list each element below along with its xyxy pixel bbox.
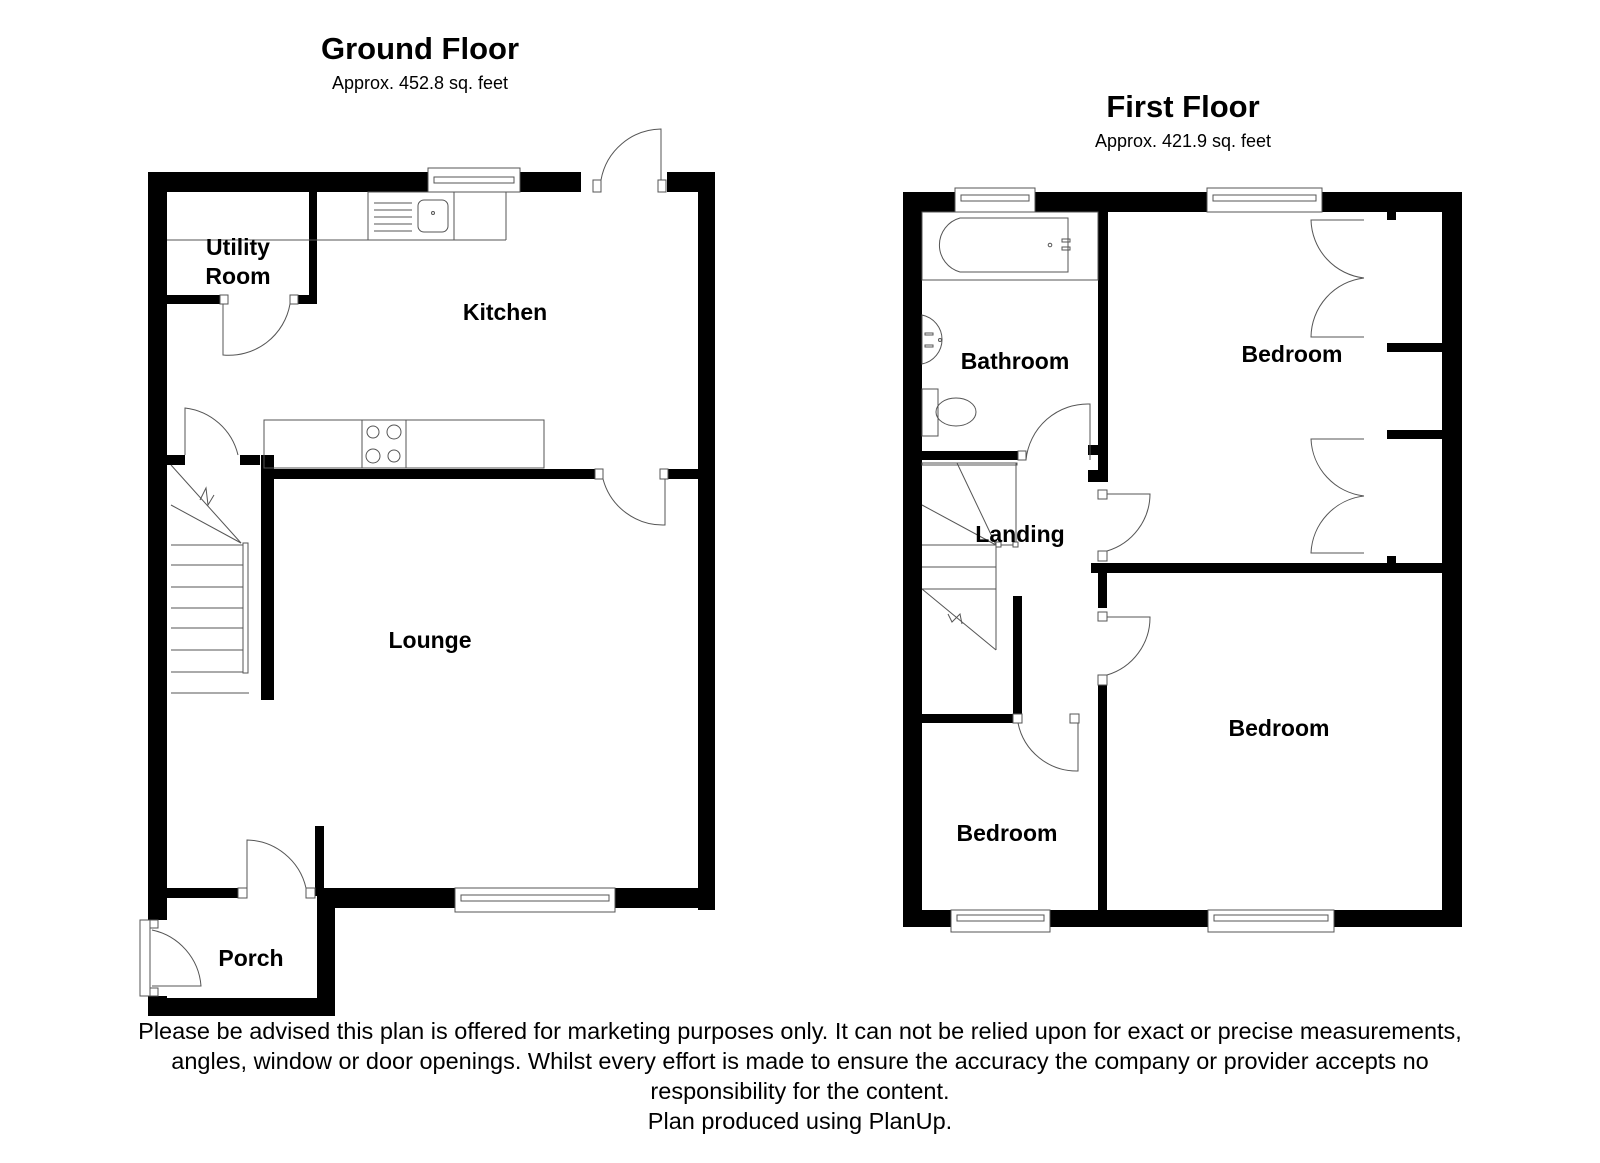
ground-floor-walls (148, 172, 715, 1016)
understairs-door (184, 407, 239, 456)
toilet-icon (921, 388, 977, 437)
lounge-window (454, 887, 616, 913)
disclaimer-line-1: Please be advised this plan is offered f… (138, 1018, 1462, 1044)
room-label-porch: Porch (218, 945, 283, 971)
disclaimer-line-3: responsibility for the content. (650, 1078, 950, 1104)
wardrobe-doors-lower (1310, 438, 1365, 554)
kitchen-back-door (592, 128, 667, 193)
room-label-bedroom-3: Bedroom (957, 820, 1058, 846)
porch-inner-door (237, 839, 316, 899)
room-label-lounge: Lounge (388, 627, 471, 653)
bedroom-1-window (1206, 187, 1323, 213)
bedroom-3-door (1012, 713, 1080, 772)
first-floor-staircase-icon (921, 462, 1019, 651)
bedroom-2-door (1097, 611, 1151, 686)
kitchen-worktop-top (167, 191, 507, 241)
lounge-door (594, 468, 669, 526)
disclaimer: Please be advised this plan is offered f… (30, 1016, 1570, 1136)
wardrobe-doors-upper (1310, 219, 1365, 338)
first-floor-plan: First Floor Approx. 421.9 sq. feet (903, 89, 1462, 933)
front-door (139, 919, 202, 997)
bedroom-3-window (950, 909, 1051, 933)
utility-door (219, 294, 299, 356)
bathroom-door (1017, 403, 1091, 461)
ground-floor-title: Ground Floor (321, 31, 519, 66)
sink-icon (374, 199, 449, 233)
first-floor-walls (903, 192, 1462, 927)
room-label-landing: Landing (975, 521, 1064, 547)
room-label-utility-line2: Room (205, 263, 270, 289)
basin-icon (921, 314, 943, 365)
room-label-bathroom: Bathroom (961, 348, 1070, 374)
kitchen-worktop-island (263, 419, 545, 469)
bath-icon (921, 211, 1099, 281)
ground-floor-plan: Ground Floor Approx. 452.8 sq. feet (139, 31, 715, 1016)
room-label-kitchen: Kitchen (463, 299, 547, 325)
bathroom-window (954, 187, 1036, 213)
first-floor-title: First Floor (1106, 89, 1259, 124)
hob-icon (361, 419, 407, 469)
bedroom-1-door (1097, 489, 1151, 562)
first-floor-area: Approx. 421.9 sq. feet (1095, 131, 1271, 151)
ground-staircase-icon (170, 464, 249, 694)
room-label-bedroom-2: Bedroom (1229, 715, 1330, 741)
bedroom-2-window (1207, 909, 1335, 933)
room-label-bedroom-1: Bedroom (1242, 341, 1343, 367)
room-label-utility: Utility (206, 234, 270, 260)
disclaimer-line-2: angles, window or door openings. Whilst … (171, 1048, 1429, 1074)
ground-floor-area: Approx. 452.8 sq. feet (332, 73, 508, 93)
kitchen-window (427, 167, 521, 193)
disclaimer-line-4: Plan produced using PlanUp. (647, 1108, 953, 1134)
